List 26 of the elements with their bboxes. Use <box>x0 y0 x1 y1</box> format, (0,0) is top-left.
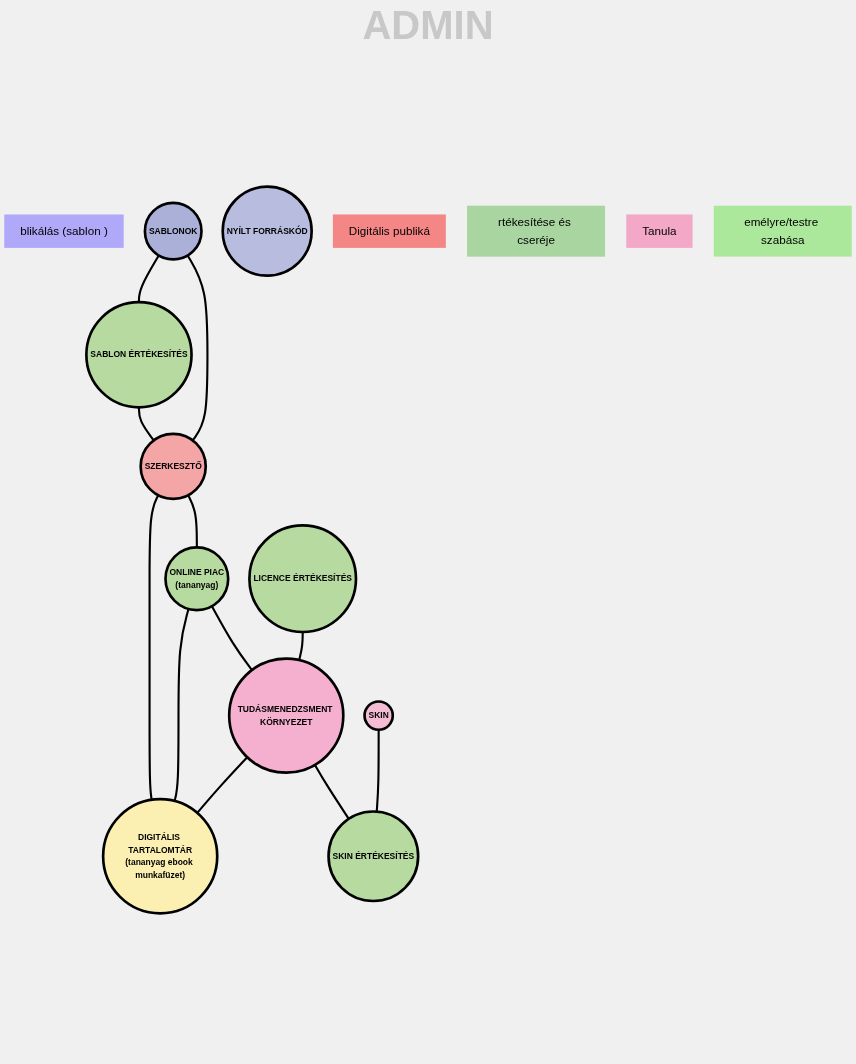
node-circle: SKIN ÉRTÉKESÍTÉS <box>327 810 420 903</box>
connector <box>375 729 380 812</box>
node-circle: ONLINE PIAC (tananyag) <box>164 546 230 612</box>
node-circle: SABLONOK <box>143 201 203 261</box>
connector <box>137 407 155 441</box>
node-box: emélyre/testre szabása <box>713 205 852 257</box>
connector <box>210 605 253 671</box>
node-circle: TUDÁSMENEDZSMENT KÖRNYEZET <box>227 657 345 774</box>
node-circle: SZERKESZTŐ <box>139 432 208 501</box>
connector <box>137 254 160 303</box>
connector <box>148 494 160 800</box>
connector <box>187 494 198 548</box>
node-circle: NYÍLT FORRÁSKÓD <box>221 185 313 277</box>
node-circle: SABLON ÉRTÉKESÍTÉS <box>85 300 193 409</box>
node-circle: LICENCE ÉRTÉKESÍTÉS <box>248 524 358 634</box>
node-box: Tanula <box>626 214 693 248</box>
node-circle: DIGITÁLIS TARTALOMTÁR (tananyag ebook munkafüzet) <box>101 797 219 915</box>
node-circle: SKIN <box>363 700 395 732</box>
connector <box>298 632 304 661</box>
node-box: Digitális publiká <box>332 214 446 248</box>
connector <box>173 608 190 802</box>
connector <box>186 254 209 441</box>
connector <box>196 756 248 814</box>
node-box: blikálás (sablon ) <box>4 214 124 248</box>
connector <box>314 764 350 820</box>
node-box: rtékesítése és cseréje <box>467 205 606 257</box>
